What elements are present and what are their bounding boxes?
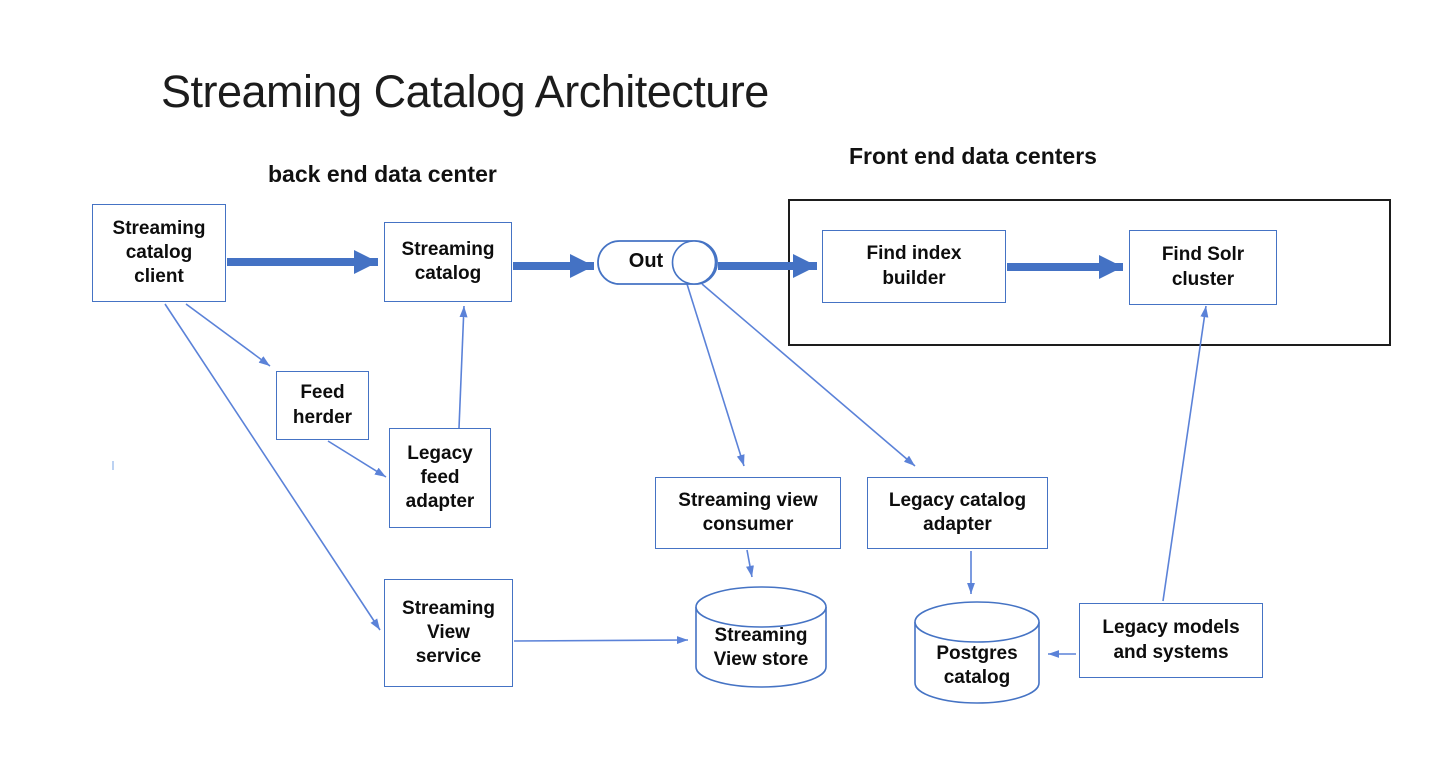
- postgres-catalog-cylinder-top: [914, 601, 1040, 643]
- arrow-out-to-legacy-catalog-adapter: [701, 283, 916, 467]
- front-end-region-label: Front end data centers: [849, 143, 1097, 169]
- node-legacy-feed-adapter: Legacy feed adapter: [389, 428, 491, 528]
- node-feed-herder: Feed herder: [276, 371, 369, 440]
- front-end-container: [788, 199, 1391, 346]
- node-find-index-builder: Find index builder: [822, 230, 1006, 303]
- arrow-service-to-view-store: [513, 636, 689, 645]
- node-legacy-catalog-adapter: Legacy catalog adapter: [867, 477, 1048, 549]
- streaming-view-store-cylinder-top: [695, 586, 827, 628]
- postgres-catalog-label: Postgres catalog: [936, 642, 1018, 688]
- postgres-catalog-cylinder-body: [914, 622, 1040, 704]
- out-queue-end-ellipse: [671, 240, 717, 285]
- back-end-region-label: back end data center: [268, 161, 497, 187]
- node-streaming-view-consumer: Streaming view consumer: [655, 477, 841, 549]
- streaming-view-store-cylinder-body: [695, 607, 827, 688]
- arrow-client-to-view-service: [164, 303, 381, 631]
- node-legacy-models-systems: Legacy models and systems: [1079, 603, 1263, 678]
- arrow-consumer-to-view-store: [746, 549, 754, 578]
- arrow-legacy-feed-adapter-to-catalog: [458, 305, 468, 429]
- node-find-solr-cluster: Find Solr cluster: [1129, 230, 1277, 305]
- arrow-out-to-view-consumer: [686, 283, 745, 467]
- node-streaming-view-service: Streaming View service: [384, 579, 513, 687]
- node-streaming-catalog-client: Streaming catalog client: [92, 204, 226, 302]
- node-streaming-catalog: Streaming catalog: [384, 222, 512, 302]
- arrow-feed-herder-to-legacy-feed-adapter: [327, 440, 387, 478]
- arrow-client-to-feed-herder: [185, 303, 271, 367]
- arrow-legacy-models-to-solr: [1162, 305, 1209, 602]
- streaming-view-store-label: Streaming View store: [713, 624, 809, 670]
- page-title: Streaming Catalog Architecture: [161, 66, 769, 117]
- out-queue-label: Out: [628, 250, 664, 273]
